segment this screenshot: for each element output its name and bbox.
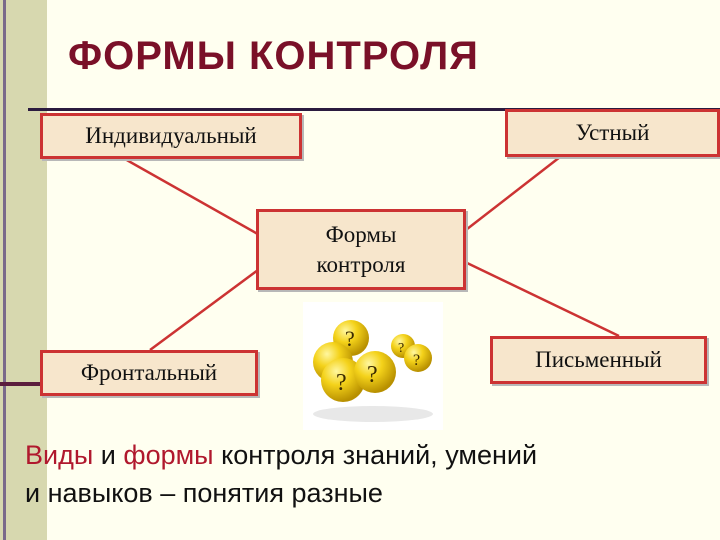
- caption-line-1: Виды и формы контроля знаний, умений: [25, 436, 715, 474]
- bottom-caption: Виды и формы контроля знаний, умений и н…: [25, 436, 715, 512]
- ball-icon: [404, 344, 432, 372]
- ball-icon: [354, 351, 396, 393]
- center-line-1: Формы: [325, 221, 397, 247]
- center-line-2: контроля: [316, 251, 406, 277]
- sidebar-panel: [0, 0, 47, 540]
- svg-text:?: ?: [345, 326, 355, 351]
- caption-line-2: и навыков – понятия разные: [25, 478, 383, 508]
- node-center: Формы контроля: [256, 209, 466, 290]
- node-individual: Индивидуальный: [40, 113, 302, 159]
- node-oral: Устный: [505, 109, 720, 157]
- svg-text:?: ?: [367, 362, 378, 388]
- node-written: Письменный: [490, 336, 707, 384]
- page-title: ФОРМЫ КОНТРОЛЯ: [68, 34, 479, 78]
- title-underline: [28, 108, 720, 111]
- caption-rest: контроля знаний, умений: [213, 440, 538, 470]
- ball-icon: [321, 358, 365, 402]
- svg-text:?: ?: [413, 352, 420, 369]
- svg-text:?: ?: [398, 341, 404, 356]
- node-frontal: Фронтальный: [40, 350, 258, 396]
- caption-and: и: [93, 440, 124, 470]
- svg-text:?: ?: [336, 370, 347, 396]
- caption-word-vidy: Виды: [25, 440, 94, 470]
- sidebar-divider: [3, 0, 6, 540]
- connector-bottom-right: [439, 248, 620, 338]
- accent-line: [0, 382, 40, 386]
- question-balls-icon: ? ? ? ? ?: [303, 302, 443, 430]
- caption-word-formy: формы: [123, 440, 214, 470]
